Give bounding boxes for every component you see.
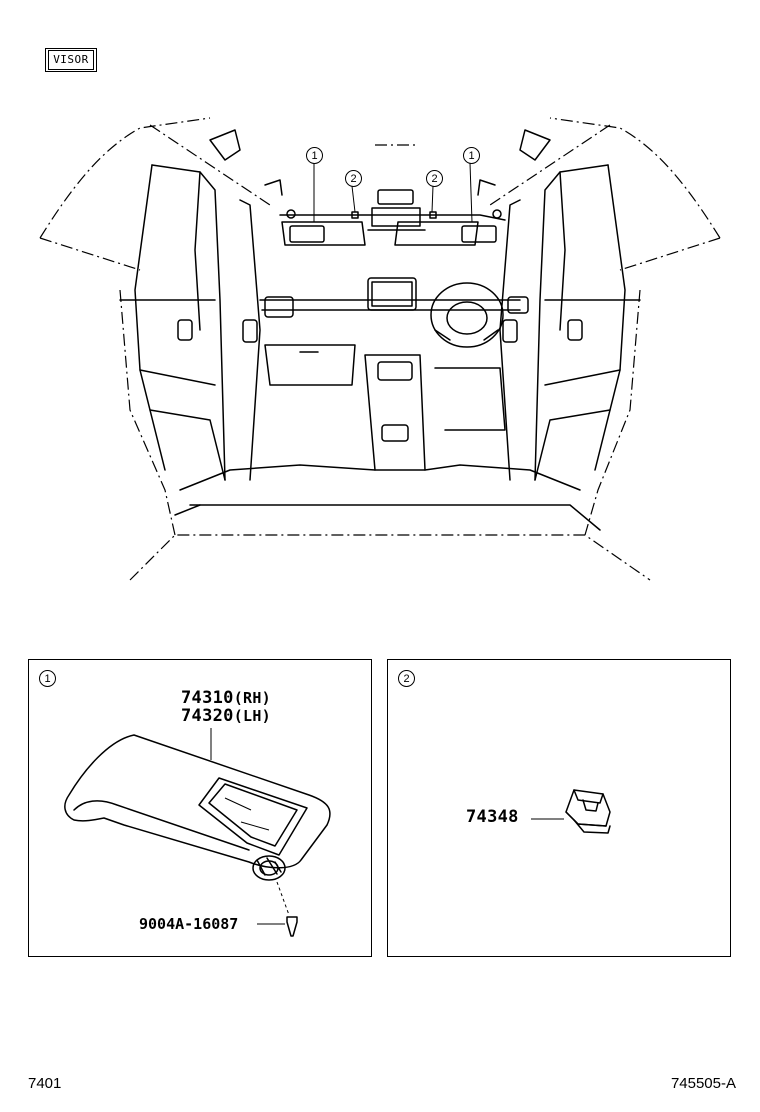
page-code: 7401: [28, 1075, 62, 1092]
panel-2-index: 2: [398, 670, 415, 687]
callout-1-left: 1: [306, 147, 323, 164]
detail-panel-visor: 1 74310(RH) 74320(LH) 9004A-16087: [28, 659, 372, 957]
part-rh-side: (RH): [233, 689, 272, 707]
callout-2-left: 2: [345, 170, 362, 187]
part-number-rh-row: 74310(RH): [181, 688, 271, 708]
callout-1-right: 1: [463, 147, 480, 164]
panel-1-index: 1: [39, 670, 56, 687]
section-tag: VISOR: [45, 48, 97, 72]
part-number-lh: 74320: [181, 706, 234, 726]
figure-code: 745505-A: [670, 1075, 736, 1092]
interior-overview-drawing: [39, 117, 721, 581]
part-number-lh-row: 74320(LH): [181, 706, 271, 726]
detail-panel-holder: 2 74348: [387, 659, 731, 957]
holder-part-number: 74348: [466, 807, 519, 827]
screw-part-number: 9004A-16087: [139, 915, 239, 933]
section-tag-label: VISOR: [48, 50, 94, 70]
sun-visor-drawing: [64, 728, 331, 937]
part-lh-side: (LH): [233, 707, 272, 725]
part-number-rh: 74310: [181, 688, 234, 708]
callout-2-right: 2: [426, 170, 443, 187]
visor-holder-drawing: [531, 789, 611, 834]
